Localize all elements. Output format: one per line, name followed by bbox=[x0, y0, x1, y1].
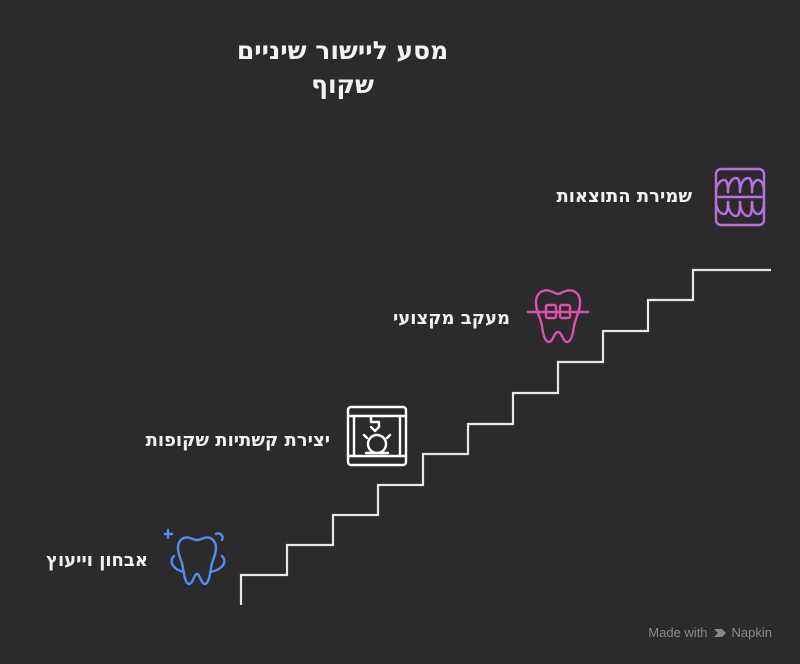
step-label-diagnosis: אבחון וייעוץ bbox=[46, 550, 148, 571]
3d-printer-icon bbox=[346, 405, 408, 467]
title-line-1: מסע ליישור שיניים bbox=[236, 36, 449, 65]
step-label-aligners: יצירת קשתיות שקופות bbox=[145, 430, 330, 451]
step-label-monitoring: מעקב מקצועי bbox=[392, 308, 510, 329]
napkin-watermark: Made with Napkin bbox=[648, 625, 772, 640]
watermark-prefix: Made with bbox=[648, 625, 708, 640]
title-line-2: שקוף bbox=[311, 70, 374, 99]
teeth-icon bbox=[714, 167, 766, 227]
page-title: מסע ליישור שיניים שקוף bbox=[200, 34, 485, 102]
braces-tooth-icon bbox=[526, 289, 590, 344]
sparkling-tooth-icon bbox=[164, 528, 226, 586]
watermark-brand: Napkin bbox=[731, 625, 772, 640]
napkin-logo-icon bbox=[713, 628, 726, 637]
step-label-results: שמירת התוצאות bbox=[556, 186, 692, 207]
